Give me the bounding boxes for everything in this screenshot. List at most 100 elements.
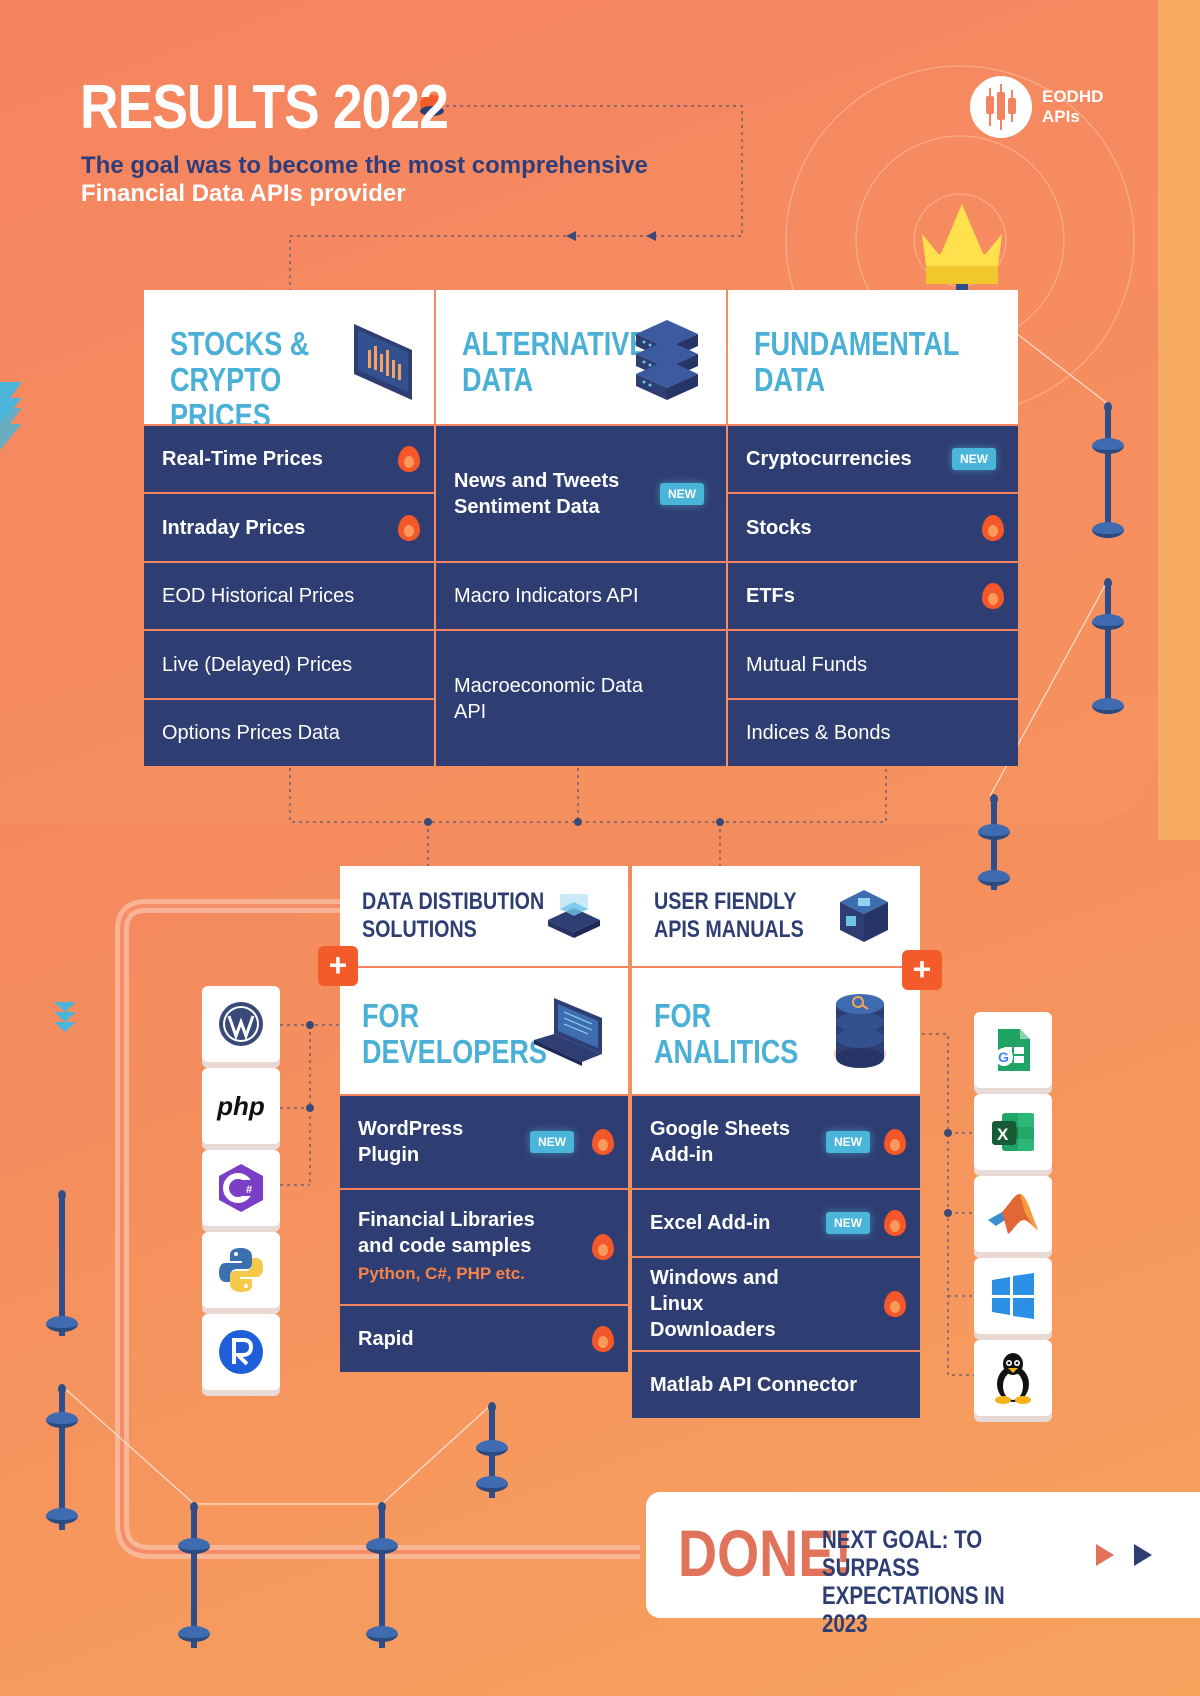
subtitle-line-1: The goal was to become the most comprehe… — [81, 152, 648, 179]
row-matlab-api-connector[interactable]: Matlab API Connector — [632, 1350, 920, 1418]
row-label: Excel Add-in — [650, 1212, 771, 1234]
row-eod-historical-prices[interactable]: EOD Historical Prices — [144, 561, 434, 629]
row-label: EOD Historical Prices — [162, 585, 355, 607]
row-intraday-prices[interactable]: Intraday Prices — [144, 492, 434, 561]
chart-monitor-icon — [350, 320, 416, 405]
row-label-text: Financial Libraries and code samples — [358, 1209, 535, 1257]
rapid-icon[interactable] — [202, 1314, 280, 1390]
logo-line-2: APIs — [1042, 107, 1080, 126]
logo-text: EODHD APIs — [1042, 87, 1122, 127]
row-excel-addin[interactable]: Excel Add-in NEW — [632, 1188, 920, 1256]
flame-icon — [398, 446, 420, 472]
svg-text:G: G — [998, 1049, 1009, 1065]
database-search-icon — [832, 990, 888, 1081]
laptop-icon — [532, 996, 608, 1081]
row-macroeconomic-data-api[interactable]: Macroeconomic Data API — [436, 629, 726, 766]
row-label: Real-Time Prices — [162, 448, 323, 470]
new-badge: NEW — [826, 1212, 870, 1234]
row-label: Live (Delayed) Prices — [162, 653, 353, 676]
row-label: WordPress Plugin — [358, 1118, 464, 1166]
row-financial-libraries[interactable]: Financial Libraries and code samples Pyt… — [340, 1188, 628, 1304]
row-note: Python, C#, PHP etc. — [358, 1264, 525, 1283]
row-cryptocurrencies[interactable]: Cryptocurrencies NEW — [728, 424, 1018, 492]
row-macro-indicators-api[interactable]: Macro Indicators API — [436, 561, 726, 629]
row-label: Matlab API Connector — [650, 1374, 858, 1396]
right-strip-decoration — [1158, 0, 1200, 840]
chip-platform-icon — [546, 888, 602, 949]
flame-icon — [884, 1129, 906, 1155]
flame-icon — [884, 1210, 906, 1236]
cube-icon — [838, 888, 890, 949]
row-label: Rapid — [358, 1328, 414, 1350]
column-header: STOCKS &CRYPTO PRICES — [144, 290, 434, 434]
candlestick-logo-icon — [970, 76, 1032, 138]
row-label: Financial Libraries and code samples Pyt… — [358, 1207, 592, 1287]
row-label: Options Prices Data — [162, 722, 340, 744]
row-label: Intraday Prices — [162, 516, 306, 539]
row-label: Macroeconomic Data API — [454, 674, 643, 723]
row-label: Stocks — [746, 516, 812, 539]
new-badge: NEW — [952, 448, 996, 470]
flame-icon — [592, 1234, 614, 1260]
row-options-prices-data[interactable]: Options Prices Data — [144, 698, 434, 766]
row-etfs[interactable]: ETFs — [728, 561, 1018, 629]
row-label: Cryptocurrencies — [746, 448, 912, 470]
row-label: Macro Indicators API — [454, 585, 639, 607]
row-news-tweets-sentiment[interactable]: News and Tweets Sentiment Data NEW — [436, 424, 726, 561]
row-google-sheets-addin[interactable]: Google Sheets Add-in NEW — [632, 1094, 920, 1188]
wordpress-icon[interactable] — [202, 986, 280, 1062]
column-heading: STOCKS &CRYPTO PRICES — [170, 325, 310, 434]
csharp-icon[interactable]: # — [202, 1150, 280, 1226]
flame-icon — [982, 514, 1004, 541]
page-title: RESULTS 2022 — [80, 73, 449, 142]
matlab-icon[interactable] — [974, 1176, 1052, 1252]
linux-icon[interactable] — [974, 1340, 1052, 1416]
windows-icon[interactable] — [974, 1258, 1052, 1334]
new-badge: NEW — [660, 482, 704, 505]
python-icon[interactable] — [202, 1232, 280, 1308]
row-wordpress-plugin[interactable]: WordPress Plugin NEW — [340, 1094, 628, 1188]
row-label: Mutual Funds — [746, 653, 868, 676]
subtitle-line-2: Financial Data APIs provider — [81, 180, 406, 207]
server-stack-icon — [632, 318, 702, 413]
row-label: ETFs — [746, 585, 795, 607]
page-subtitle: The goal was to become the most comprehe… — [81, 152, 648, 208]
row-label: Google Sheets Add-in — [650, 1118, 791, 1166]
play-arrows-icon — [1092, 1540, 1162, 1575]
done-text: DONE! — [678, 1516, 853, 1590]
row-rapid[interactable]: Rapid — [340, 1304, 628, 1372]
excel-icon[interactable]: X — [974, 1094, 1052, 1170]
php-icon[interactable]: php — [202, 1068, 280, 1144]
flame-icon — [884, 1291, 906, 1317]
row-windows-linux-downloaders[interactable]: Windows and Linux Downloaders — [632, 1256, 920, 1350]
flame-icon — [982, 583, 1004, 609]
flame-icon — [592, 1326, 614, 1352]
google-sheets-icon[interactable]: G — [974, 1012, 1052, 1088]
plus-icon: + — [318, 946, 358, 986]
new-badge: NEW — [826, 1131, 870, 1153]
svg-text:#: # — [246, 1184, 252, 1196]
row-stocks[interactable]: Stocks — [728, 492, 1018, 561]
row-indices-bonds[interactable]: Indices & Bonds — [728, 698, 1018, 766]
row-mutual-funds[interactable]: Mutual Funds — [728, 629, 1018, 698]
row-live-delayed-prices[interactable]: Live (Delayed) Prices — [144, 629, 434, 698]
eodhd-logo[interactable]: EODHD APIs — [970, 76, 1122, 138]
flame-icon — [398, 514, 420, 541]
row-real-time-prices[interactable]: Real-Time Prices — [144, 424, 434, 492]
new-badge: NEW — [530, 1131, 574, 1153]
